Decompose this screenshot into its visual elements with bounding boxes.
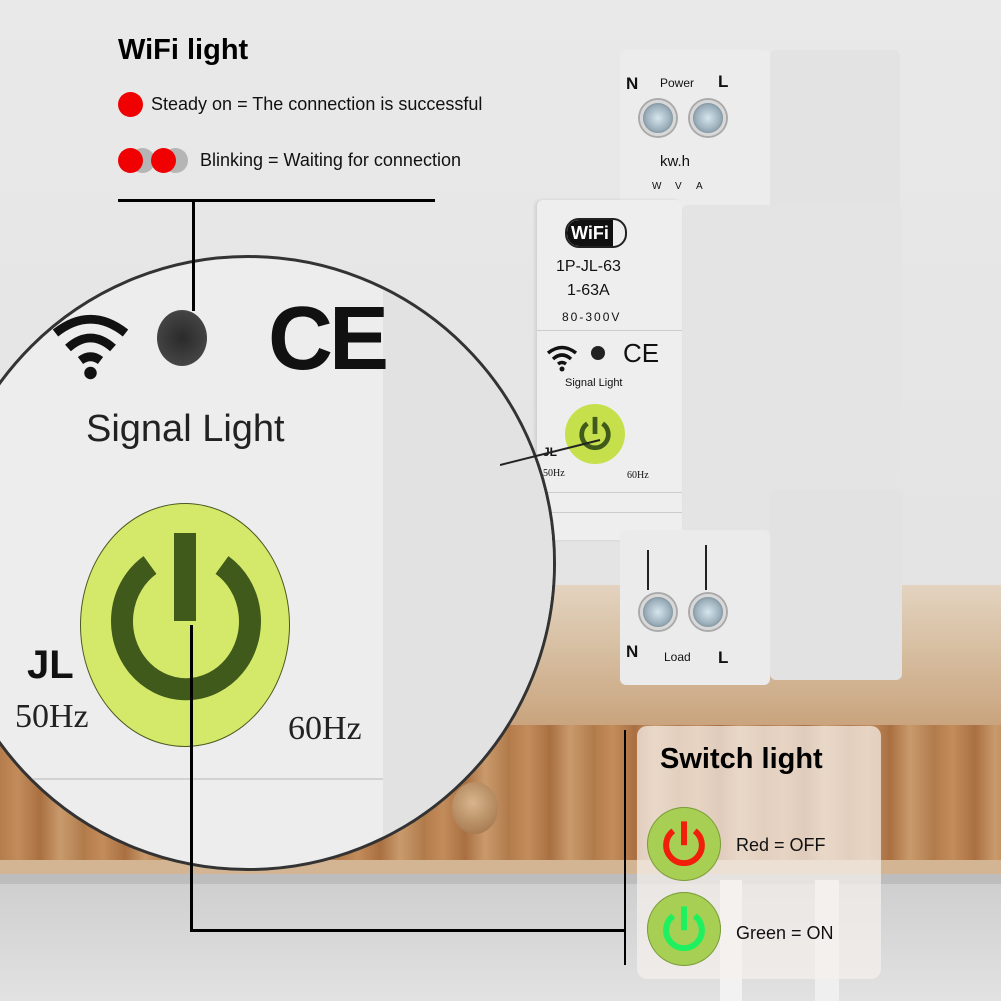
ce-mark-icon: CE [268,289,389,389]
current-rating-label: 1-63A [567,282,610,299]
switch-off-text: Red = OFF [736,835,826,855]
wifi-badge-text: WiFi [567,220,613,246]
brand-label: JL [27,643,74,687]
power-off-indicator [647,807,721,881]
power-icon-green [663,906,705,952]
power-icon [579,416,611,451]
device-top-side [770,50,900,210]
device-bottom-terminal-block: N Load L [620,530,770,685]
power-on-indicator [647,892,721,966]
device-front-panel: WiFi 1P-JL-63 1-63A 80-300V CE Signal Li… [537,200,682,540]
unit-v-label: V [675,181,682,192]
unit-w-label: W [652,181,662,192]
callout-line [192,199,195,311]
device-side-body [682,205,902,505]
power-icon [111,533,261,701]
power-label: Power [660,76,695,90]
callout-line [190,625,193,932]
wifi-icon [52,314,129,380]
wifi-badge: WiFi [565,218,627,248]
power-switch-button[interactable] [565,404,625,464]
power-icon-red [663,821,705,867]
terminal-l-label: L [718,648,729,667]
model-label: 1P-JL-63 [556,258,621,275]
vent-line [537,512,682,513]
terminal-n-label: N [626,642,639,661]
neutral-wire-line [647,550,649,590]
panel-divider [537,330,682,331]
switch-light-title: Switch light [660,743,823,775]
kwh-label: kw.h [660,153,691,170]
magnified-panel-side [383,258,553,868]
signal-light-led [591,346,605,360]
freq-50hz-label: 50Hz [543,468,565,479]
callout-line [118,199,435,202]
ce-mark-icon: CE [623,338,660,368]
signal-light-label: Signal Light [565,377,623,389]
power-switch-button[interactable] [80,503,290,747]
terminal-screw-icon [690,594,726,630]
legend-steady-on: Steady on = The connection is successful [118,92,482,117]
load-label: Load [664,650,691,664]
callout-line [192,929,625,932]
callout-pointer-line [500,439,601,466]
terminal-n-label: N [626,74,639,93]
legend-steady-text: Steady on = The connection is successful [151,94,483,114]
voltage-rating-label: 80-300V [562,310,622,324]
terminal-screw-icon [640,100,676,136]
terminal-screw-icon [640,594,676,630]
blinking-dots-icon [118,148,190,173]
red-dot-icon [118,92,143,117]
freq-60hz-label: 60Hz [288,710,362,747]
terminal-screw-icon [690,100,726,136]
switch-on-text: Green = ON [736,923,834,943]
vent-line [537,492,682,493]
terminal-l-label: L [718,72,729,91]
unit-a-label: A [696,181,703,192]
freq-60hz-label: 60Hz [627,470,649,481]
callout-line [624,730,626,965]
signal-light-label: Signal Light [86,408,285,450]
live-switch-line [705,545,707,590]
device-top-terminal-block: N Power L kw.h W V A [620,50,770,210]
magnified-panel-detail: CE Signal Light JL 50Hz 60Hz [0,255,556,871]
wifi-light-title: WiFi light [118,34,249,66]
table-underside [0,874,1001,884]
legend-blinking-text: Blinking = Waiting for connection [200,150,461,170]
legend-blinking: Blinking = Waiting for connection [118,148,461,173]
signal-light-led [157,310,207,366]
device-side-body-lower [770,490,902,680]
freq-50hz-label: 50Hz [15,698,89,735]
